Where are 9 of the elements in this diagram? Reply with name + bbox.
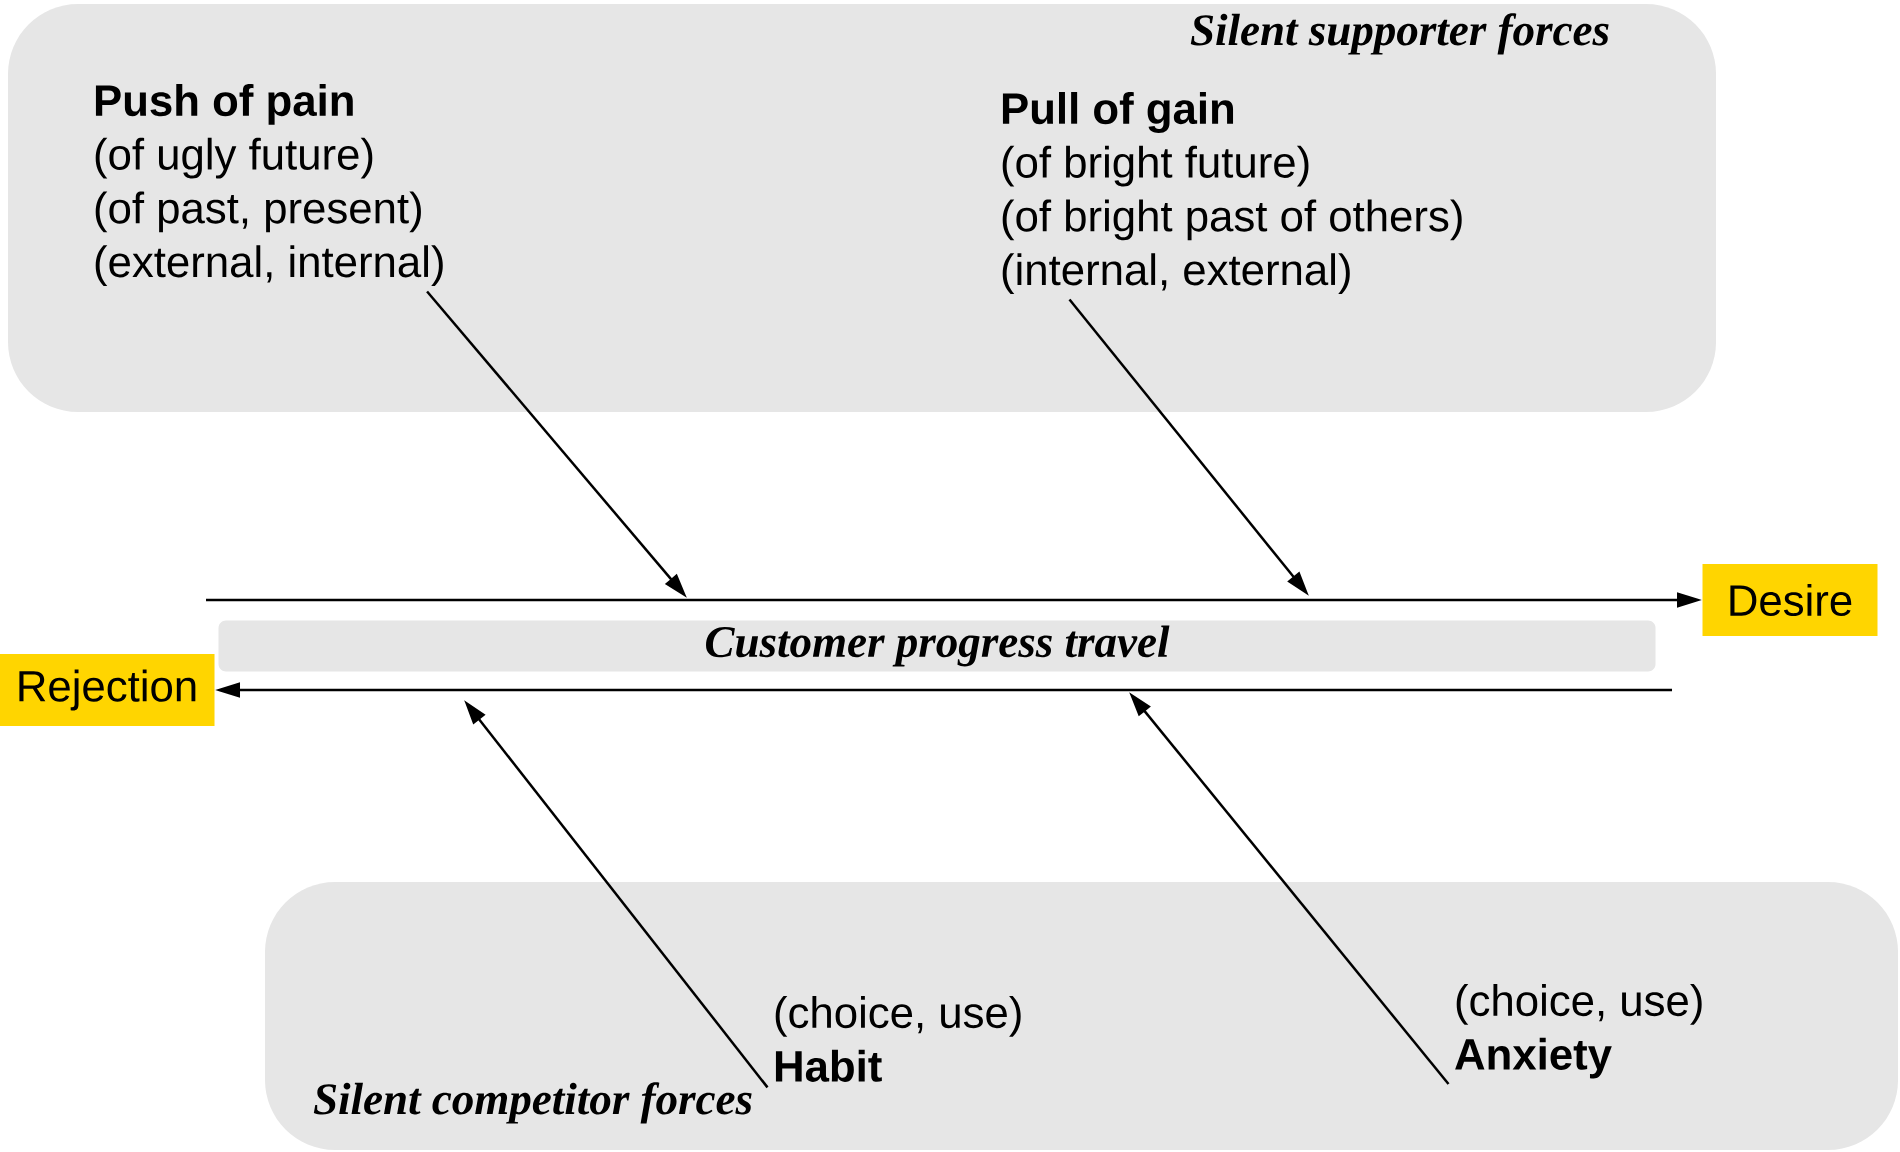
label-box: Rejection <box>0 654 215 726</box>
label-box: Desire <box>1702 564 1878 636</box>
travel-band: Customer progress travel <box>218 620 1656 672</box>
force-text: (choice, use) Anxiety <box>1455 984 1702 1079</box>
panel-heading: Silent competitor forces <box>313 1082 752 1124</box>
force-text: Pull of gain (of bright future) (of bright past of others) (internal, external) <box>1002 92 1462 294</box>
force-text: Push of pain (of ugly future) (of past, present) (external, internal) <box>95 84 443 286</box>
force-text: (choice, use) Habit <box>775 996 1021 1082</box>
panel-heading: Silent supporter forces <box>1190 13 1609 55</box>
